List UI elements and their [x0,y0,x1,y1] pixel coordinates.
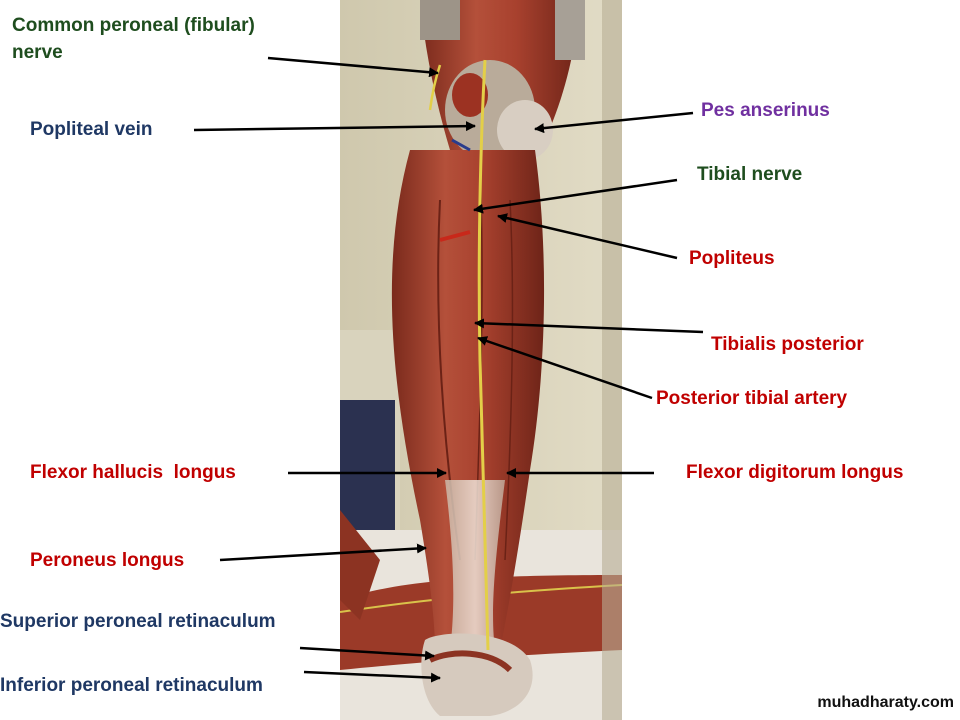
label-popliteus: Popliteus [689,248,775,269]
arrow-popliteal-vein [193,121,476,132]
leg-muscle-model-photo [340,0,622,720]
arrow-tibial-nerve [473,178,678,214]
label-tibial-nerve: Tibial nerve [697,164,803,185]
label-flexor-digitorum-longus: Flexor digitorum longus [686,462,904,483]
label-line: Common peroneal (fibular) [12,15,255,36]
arrow-pes-anserinus [534,111,694,134]
arrow-peroneus-longus [219,543,427,562]
label-common-peroneal-nerve: Common peroneal (fibular) nerve [12,12,255,66]
arrow-inferior-peroneal-retinaculum [303,670,441,683]
label-inferior-peroneal-retinaculum: Inferior peroneal retinaculum [0,675,263,696]
label-tibialis-posterior: Tibialis posterior [711,334,864,355]
label-pes-anserinus: Pes anserinus [701,100,830,121]
label-flexor-hallucis-longus: Flexor hallucis longus [30,462,236,483]
arrow-posterior-tibial-artery [477,336,653,400]
label-superior-peroneal-retinaculum: Superior peroneal retinaculum [0,611,276,632]
label-popliteal-vein: Popliteal vein [30,119,153,140]
watermark: muhadharaty.com [817,694,954,711]
label-peroneus-longus: Peroneus longus [30,550,185,571]
arrow-superior-peroneal-retinaculum [299,646,435,661]
arrow-popliteus [497,213,678,260]
arrow-tibialis-posterior [474,318,704,334]
label-line: nerve [12,42,63,63]
arrow-common-peroneal [267,56,439,78]
label-posterior-tibial-artery: Posterior tibial artery [656,388,848,409]
